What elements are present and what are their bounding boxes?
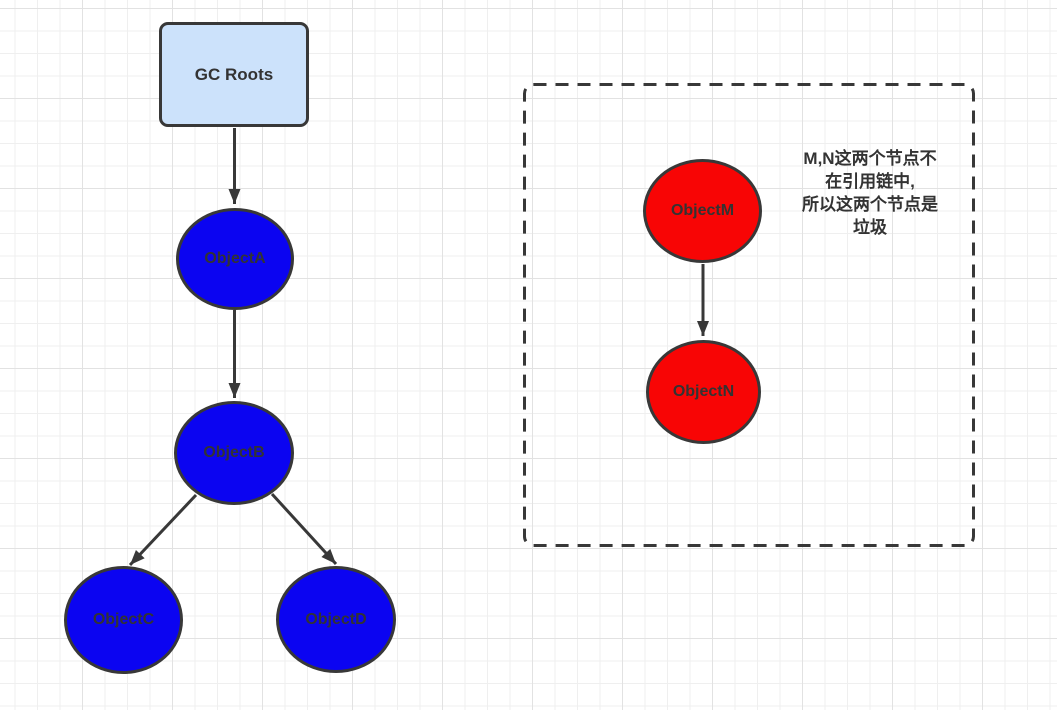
node-object-b-label: ObjectB xyxy=(203,444,265,461)
node-object-a: ObjectA xyxy=(176,208,294,310)
arrow-objectb-to-objectc xyxy=(128,493,198,567)
node-object-m-label: ObjectM xyxy=(670,202,735,219)
arrow-objectb-to-objectd xyxy=(270,492,338,566)
garbage-annotation-text: M,N这两个节点不 在引用链中, 所以这两个节点是 垃圾 xyxy=(768,147,972,239)
node-object-d: ObjectD xyxy=(276,566,396,673)
node-object-d-label: ObjectD xyxy=(305,610,367,628)
annotation-line-3: 所以这两个节点是 xyxy=(802,195,938,214)
annotation-line-1: M,N这两个节点不 xyxy=(803,149,937,168)
node-object-c: ObjectC xyxy=(64,566,183,674)
node-gc-roots-label: GC Roots xyxy=(194,64,274,84)
node-object-a-label: ObjectA xyxy=(204,250,266,267)
node-object-m: ObjectM xyxy=(643,159,762,263)
node-object-n: ObjectN xyxy=(646,340,761,444)
annotation-line-2: 在引用链中, xyxy=(825,172,915,191)
annotation-line-4: 垃圾 xyxy=(853,218,887,237)
node-object-b: ObjectB xyxy=(174,401,294,505)
node-object-c-label: ObjectC xyxy=(92,611,155,628)
node-gc-roots: GC Roots xyxy=(159,22,309,127)
node-object-n-label: ObjectN xyxy=(672,383,735,400)
